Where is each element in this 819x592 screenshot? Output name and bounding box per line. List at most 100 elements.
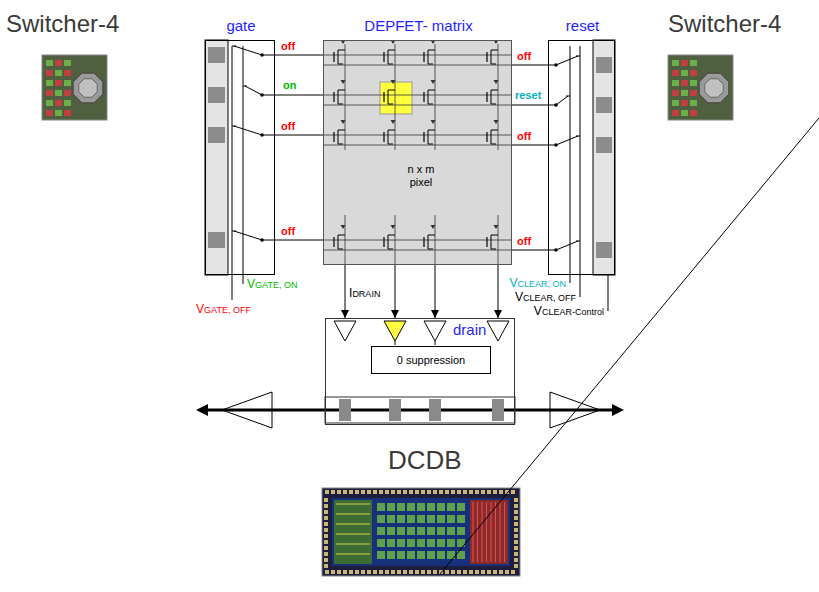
chip-cell <box>447 527 455 535</box>
chip-pad <box>514 528 518 532</box>
chip-name: Switcher-4 <box>668 10 781 38</box>
pixel-arrow <box>391 225 396 229</box>
chip-cell <box>377 551 385 559</box>
chip-cell <box>417 503 425 511</box>
pixel-channel <box>428 90 429 104</box>
chip-pad <box>324 522 328 526</box>
chip-pad <box>324 528 328 532</box>
pixel-arrow <box>431 225 436 229</box>
depfet-pixel <box>334 120 346 144</box>
pixel-matrix: DEPFET- matrixn x m pixel <box>323 40 512 265</box>
gate-row-line <box>323 95 512 96</box>
pixel-channel <box>388 50 389 64</box>
chip-cell <box>457 515 465 523</box>
pixel-channel <box>338 235 339 249</box>
chip-cell <box>457 527 465 535</box>
chip-trace <box>500 502 501 562</box>
chip-trace <box>473 502 474 562</box>
switch-panel: gate <box>205 40 275 275</box>
chip-pad <box>391 570 395 574</box>
chip-cell <box>447 539 455 547</box>
chip-pad <box>349 570 353 574</box>
chip-pad <box>481 570 485 574</box>
pixel-drain <box>491 130 498 131</box>
depfet-pixel <box>487 40 499 64</box>
chip-die <box>322 488 520 576</box>
chip-pad <box>385 570 389 574</box>
chip-cell <box>447 503 455 511</box>
chip-cell <box>46 60 53 66</box>
switch-lever <box>556 96 568 105</box>
pixel-source <box>428 144 433 145</box>
chip-cell <box>672 90 679 96</box>
gate-off-bus <box>232 46 233 300</box>
chip-pad <box>514 564 518 568</box>
chip-pad <box>427 570 431 574</box>
bus-cell <box>389 399 401 421</box>
chip-block <box>334 500 372 564</box>
chip-cell <box>397 527 405 535</box>
chip-cell <box>427 527 435 535</box>
chip-pad <box>463 490 467 494</box>
pixel-arrow <box>391 80 396 84</box>
depfet-pixel <box>384 80 396 104</box>
switch-state: off <box>281 40 295 53</box>
chip-die <box>42 55 107 120</box>
chip-name: Switcher-4 <box>6 10 119 38</box>
bus-cell <box>339 399 351 421</box>
drain-line <box>435 265 436 318</box>
chip-trace <box>482 502 483 562</box>
switch-state: off <box>281 120 295 133</box>
chip-trace <box>495 502 496 562</box>
chip-cell <box>55 90 62 96</box>
chip-pad <box>325 570 329 574</box>
clear-on-bus <box>570 46 571 283</box>
chip-cell <box>690 80 697 86</box>
chip-cell <box>427 515 435 523</box>
chip-pad <box>409 570 413 574</box>
chip-pad <box>705 79 723 97</box>
pixel-gate <box>333 92 334 102</box>
switch-state: on <box>283 79 296 92</box>
buffer-symbol <box>222 392 272 428</box>
drain-column-line <box>395 215 396 265</box>
bus-cell <box>492 399 504 421</box>
readout-bus <box>206 409 614 412</box>
switch-column <box>205 40 228 275</box>
chip-pad <box>514 546 518 550</box>
gate-row-line <box>323 240 512 241</box>
chip-cell <box>681 70 688 76</box>
pixel-source <box>491 64 496 65</box>
chip-cell <box>387 539 395 547</box>
connector-wire <box>275 95 323 96</box>
depfet-pixel <box>424 40 436 64</box>
amplifier-symbol <box>334 321 356 341</box>
pixel-drain <box>491 90 498 91</box>
pixel-source <box>428 64 433 65</box>
chip-cell <box>681 80 688 86</box>
chip-cell <box>407 503 415 511</box>
chip-trace <box>336 504 370 505</box>
chip-cell <box>377 527 385 535</box>
chip-pad <box>361 490 365 494</box>
chip-pad <box>324 540 328 544</box>
switch-block <box>208 232 225 248</box>
chip-pad <box>373 570 377 574</box>
chip-pad <box>379 490 383 494</box>
pixel-arrow <box>431 80 436 84</box>
switch-contact <box>232 46 236 47</box>
chip-cell <box>46 90 53 96</box>
pixel-channel <box>491 235 492 249</box>
chip-pad <box>487 490 491 494</box>
chip-pad <box>439 490 443 494</box>
block-heading: DEPFET- matrix <box>294 17 543 34</box>
chip-pad <box>487 570 491 574</box>
pixel-source <box>338 144 343 145</box>
block-label: 0 suppression <box>372 354 490 367</box>
chip-pad <box>499 570 503 574</box>
chip-pad <box>349 490 353 494</box>
chip-pad <box>355 490 359 494</box>
depfet-pixel <box>487 120 499 144</box>
